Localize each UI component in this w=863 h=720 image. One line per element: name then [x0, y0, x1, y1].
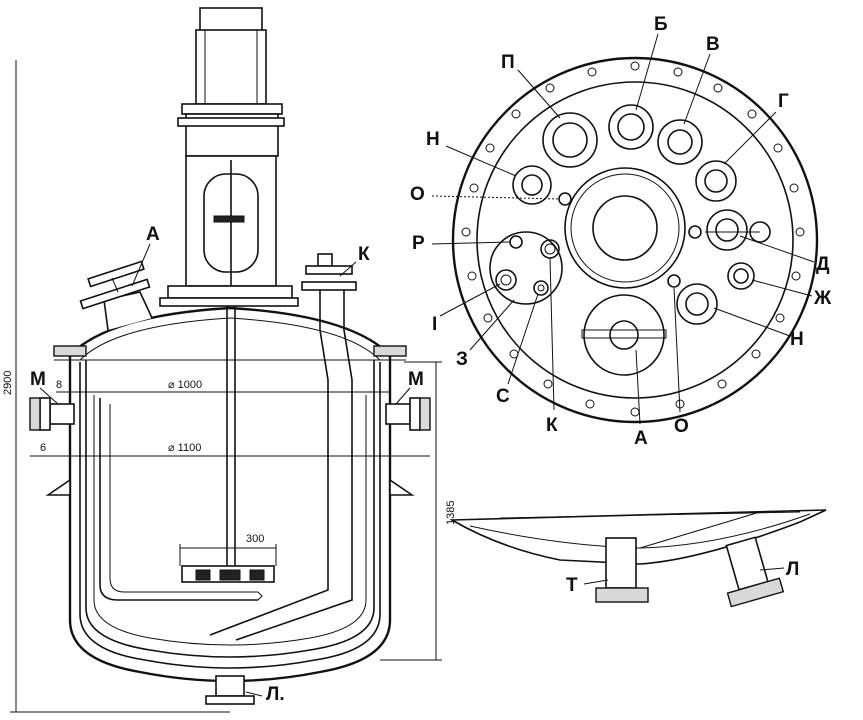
- label-L-bottom: Л.: [266, 684, 285, 705]
- bolt-holes: [461, 61, 805, 417]
- label-I: I: [432, 314, 437, 335]
- dim-gap-side: 6: [40, 442, 46, 454]
- dim-inner-diameter: ⌀ 1000: [168, 379, 202, 391]
- label-K-side: К: [358, 244, 370, 265]
- label-O-top: О: [410, 184, 425, 205]
- nozzle-K: [209, 253, 357, 641]
- label-M-left: М: [30, 369, 46, 390]
- label-S: С: [496, 386, 510, 407]
- label-V: В: [706, 34, 720, 55]
- nozzle-M-right: [385, 397, 431, 431]
- dim-overall-height: 2900: [2, 371, 14, 395]
- label-A-top: А: [634, 428, 648, 449]
- label-Zh: Ж: [813, 288, 832, 309]
- left-lid-flange: [53, 345, 87, 357]
- agitator: 300: [179, 306, 277, 583]
- label-O-bottom: О: [674, 416, 689, 437]
- motor: [177, 7, 285, 157]
- label-M-right: М: [408, 369, 424, 390]
- outlet-T: [595, 537, 649, 603]
- lid-plan-view: П Б В Г Н О Р I З С К А О Д Ж Н: [410, 14, 832, 449]
- nozzle-M-left: [29, 397, 75, 431]
- label-A-side: А: [146, 224, 160, 245]
- left-support-lug: [45, 478, 71, 496]
- reactor-side-view: 2900: [2, 7, 457, 713]
- label-N-top: Н: [426, 129, 440, 150]
- label-G: Г: [778, 91, 789, 112]
- outlet-L: [725, 536, 785, 608]
- dim-impeller: 300: [246, 533, 264, 545]
- label-P: П: [501, 52, 515, 73]
- bottom-outlet: [205, 675, 255, 705]
- dim-gap-top: 8: [56, 379, 62, 391]
- right-support-lug: [389, 478, 415, 496]
- label-R: Р: [412, 233, 425, 254]
- right-lid-flange: [373, 345, 407, 357]
- label-B: Б: [654, 14, 668, 35]
- bottom-section-view: Т Л: [449, 509, 827, 608]
- label-N-bottom: Н: [790, 329, 804, 350]
- label-K-top: К: [546, 415, 558, 436]
- label-D: Д: [816, 254, 830, 275]
- dim-shell-height: 1385: [445, 501, 457, 525]
- nozzle-A: [79, 260, 153, 331]
- label-T: Т: [566, 575, 578, 596]
- drive-lantern: [159, 155, 299, 307]
- label-L-right: Л: [786, 559, 799, 580]
- label-Z: З: [456, 349, 468, 370]
- dim-outer-diameter: ⌀ 1100: [168, 442, 201, 454]
